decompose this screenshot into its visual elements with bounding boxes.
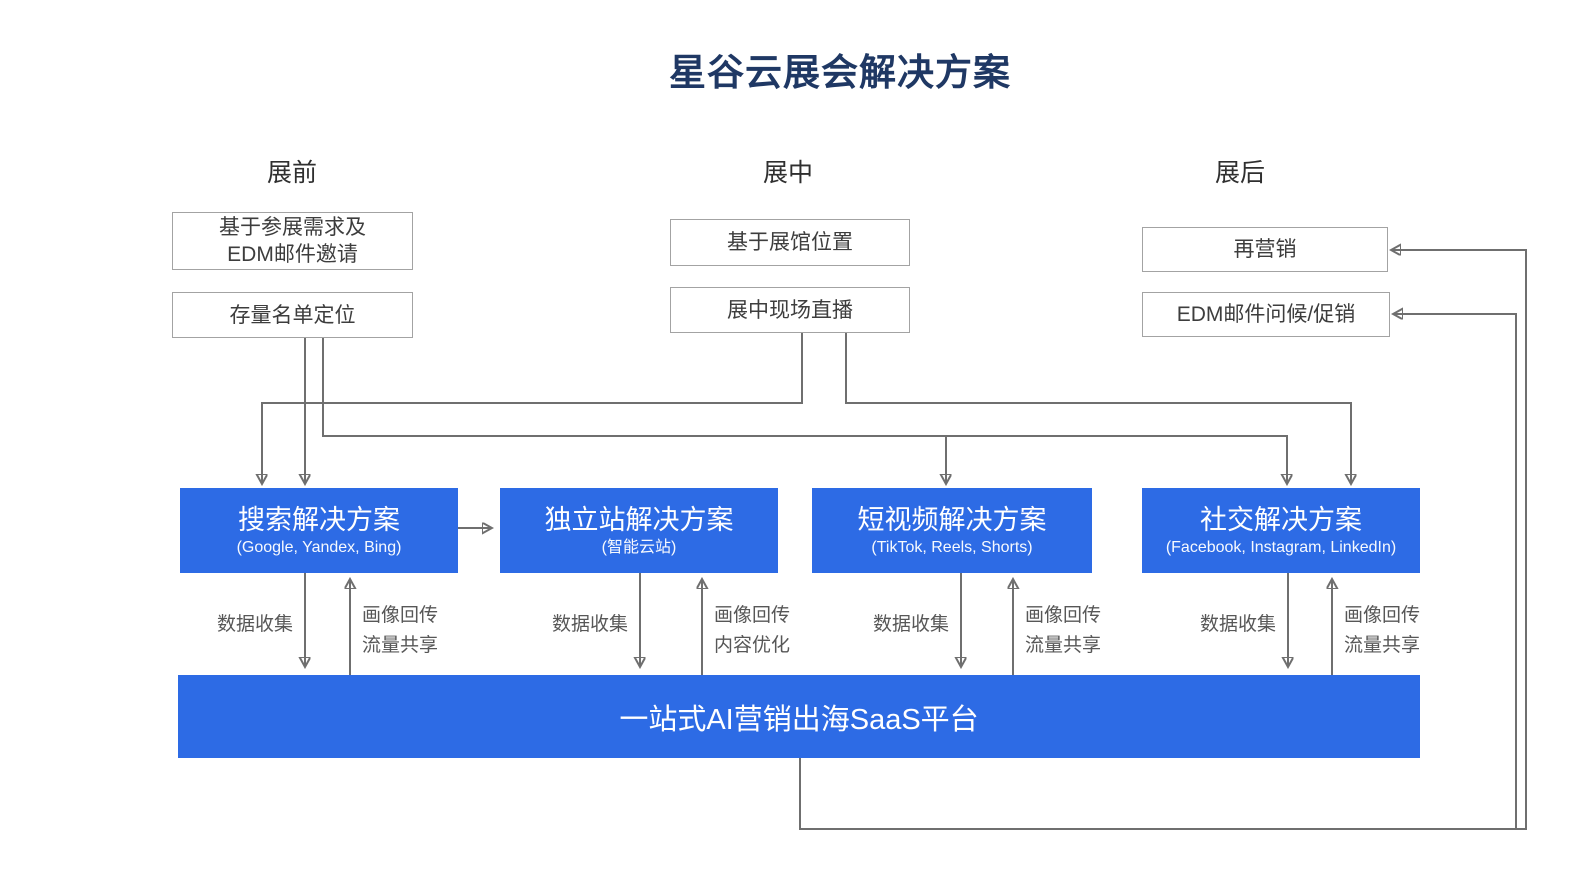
node-venue-location: 基于展馆位置 [670,219,910,266]
label-data-collection-2: 数据收集 [551,614,628,635]
label-profile-feedback-1: 画像回传 流量共享 [362,605,439,656]
label-data-collection-1: 数据收集 [216,614,293,635]
solution-social: 社交解决方案 (Facebook, Instagram, LinkedIn) [1142,488,1420,573]
node-edm-greeting-promo: EDM邮件问候/促销 [1142,292,1390,337]
solution-short-video-subtitle: (TikTok, Reels, Shorts) [871,538,1033,556]
label-profile-feedback-2: 画像回传 内容优化 [714,605,791,656]
stage-header-pre-show: 展前 [266,159,317,187]
page-title: 星谷云展会解决方案 [669,52,1011,93]
saas-platform-label: 一站式AI营销出海SaaS平台 [619,703,979,736]
wire-platform-to-edm [1394,314,1517,829]
solution-independent-site: 独立站解决方案 (智能云站) [500,488,778,573]
label-data-collection-3: 数据收集 [872,614,949,635]
stage-header-during-show: 展中 [762,159,813,187]
solution-short-video: 短视频解决方案 (TikTok, Reels, Shorts) [812,488,1092,573]
solution-search-title: 搜索解决方案 [238,504,400,535]
solution-search: 搜索解决方案 (Google, Yandex, Bing) [180,488,458,573]
label-profile-feedback-4: 画像回传 流量共享 [1344,605,1421,656]
solution-search-subtitle: (Google, Yandex, Bing) [236,538,402,556]
solution-short-video-title: 短视频解决方案 [857,504,1047,535]
wire-mid2-to-social [845,333,1351,483]
solution-independent-site-title: 独立站解决方案 [544,504,734,535]
node-live-streaming: 展中现场直播 [670,287,910,333]
node-stock-list: 存量名单定位 [172,292,413,338]
stage-header-post-show: 展后 [1214,159,1265,187]
label-profile-feedback-3: 画像回传 流量共享 [1025,605,1102,656]
solution-independent-site-subtitle: (智能云站) [601,538,677,556]
solution-social-title: 社交解决方案 [1200,504,1362,535]
saas-platform-bar: 一站式AI营销出海SaaS平台 [178,675,1420,758]
node-edm-invitation: 基于参展需求及 EDM邮件邀请 [172,212,413,270]
solution-social-subtitle: (Facebook, Instagram, LinkedIn) [1165,538,1397,556]
wire-platform-to-remarketing [799,250,1527,830]
wire-pre2-to-social [322,338,1287,483]
node-remarketing: 再营销 [1142,227,1388,272]
label-data-collection-4: 数据收集 [1199,614,1276,635]
wire-mid2-to-search [262,333,803,483]
